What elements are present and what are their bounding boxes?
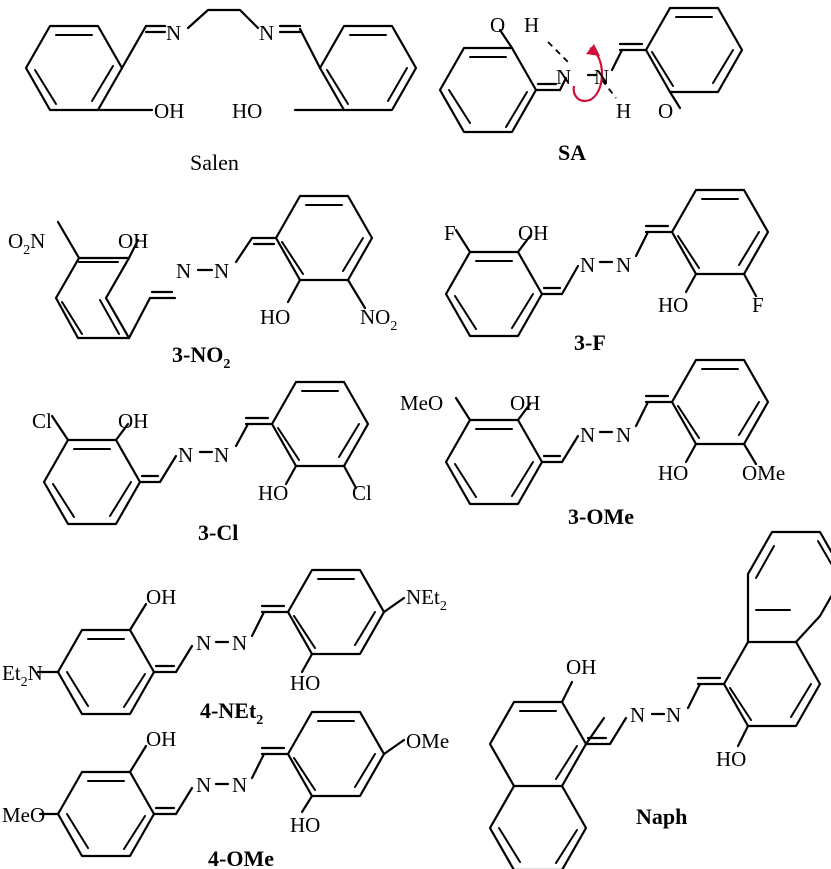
ome3-meo: MeO	[400, 391, 443, 415]
name-4-net2: 4-NEt2	[200, 698, 263, 728]
salen-oh: OH	[154, 99, 184, 123]
no2-ho: HO	[260, 305, 290, 329]
structure-4-ome	[38, 710, 406, 858]
structure-sa	[438, 6, 744, 134]
net2-left: Et2N	[2, 661, 43, 690]
structure-naph	[488, 530, 831, 869]
f-n2: N	[616, 253, 631, 277]
naph-n1: N	[630, 703, 645, 727]
ome3-n1: N	[580, 423, 595, 447]
ome4-ho: HO	[290, 813, 320, 837]
atom-labels: N N OH HO O H N N H O O2N OH N N HO NO2 …	[2, 13, 785, 837]
name-3-ome: 3-OMe	[568, 504, 634, 529]
ome4-n2: N	[232, 773, 247, 797]
sa-n1: N	[556, 65, 571, 89]
structure-salen	[24, 8, 418, 112]
f-left: F	[444, 221, 456, 245]
net2-n1: N	[196, 631, 211, 655]
cl-n1: N	[178, 443, 193, 467]
cl-ho: HO	[258, 481, 288, 505]
naph-n2: N	[666, 703, 681, 727]
no2-left: O2N	[8, 229, 45, 258]
salen-n1: N	[166, 21, 181, 45]
salen-ho: HO	[232, 99, 262, 123]
sa-o2: O	[658, 99, 673, 123]
ome3-ome: OMe	[742, 461, 785, 485]
f-oh: OH	[518, 221, 548, 245]
no2-right: NO2	[360, 305, 397, 334]
net2-right: NEt2	[406, 585, 447, 614]
name-salen: Salen	[190, 150, 239, 175]
no2-n2: N	[214, 259, 229, 283]
ome4-oh: OH	[146, 727, 176, 751]
net2-ho: HO	[290, 671, 320, 695]
name-4-ome: 4-OMe	[208, 846, 274, 869]
rotation-arrowhead	[586, 44, 600, 56]
structure-3-cl	[42, 380, 370, 526]
net2-n2: N	[232, 631, 247, 655]
sa-h2: H	[616, 99, 631, 123]
name-3-no2: 3-NO2	[172, 342, 230, 372]
compound-names: Salen SA 3-NO2 3-F 3-Cl 3-OMe 4-NEt2 4-O…	[172, 140, 687, 869]
ome4-n1: N	[196, 773, 211, 797]
ome4-meo: MeO	[2, 803, 45, 827]
name-3-f: 3-F	[574, 330, 606, 355]
structure-3-f	[444, 188, 770, 338]
sa-o1: O	[490, 13, 505, 37]
f-right: F	[752, 293, 764, 317]
structure-3-ome	[444, 358, 770, 506]
salen-n2: N	[259, 21, 274, 45]
ome3-oh: OH	[510, 391, 540, 415]
sa-n2: N	[594, 65, 609, 89]
net2-oh: OH	[146, 585, 176, 609]
sa-h1: H	[524, 13, 539, 37]
no2-n1: N	[176, 259, 191, 283]
naph-ho: HO	[716, 747, 746, 771]
structure-4-net2	[36, 568, 406, 716]
f-n1: N	[580, 253, 595, 277]
ome3-ho: HO	[658, 461, 688, 485]
no2-oh: OH	[118, 229, 148, 253]
cl-n2: N	[214, 443, 229, 467]
cl-right: Cl	[352, 481, 372, 505]
name-sa: SA	[558, 140, 586, 165]
name-3-cl: 3-Cl	[198, 520, 238, 545]
naph-oh: OH	[566, 655, 596, 679]
name-naph: Naph	[636, 804, 687, 829]
ome3-n2: N	[616, 423, 631, 447]
cl-oh: OH	[118, 409, 148, 433]
cl-left: Cl	[32, 409, 52, 433]
ome4-ome: OMe	[406, 729, 449, 753]
f-ho: HO	[658, 293, 688, 317]
structure-3-no2	[54, 194, 374, 340]
